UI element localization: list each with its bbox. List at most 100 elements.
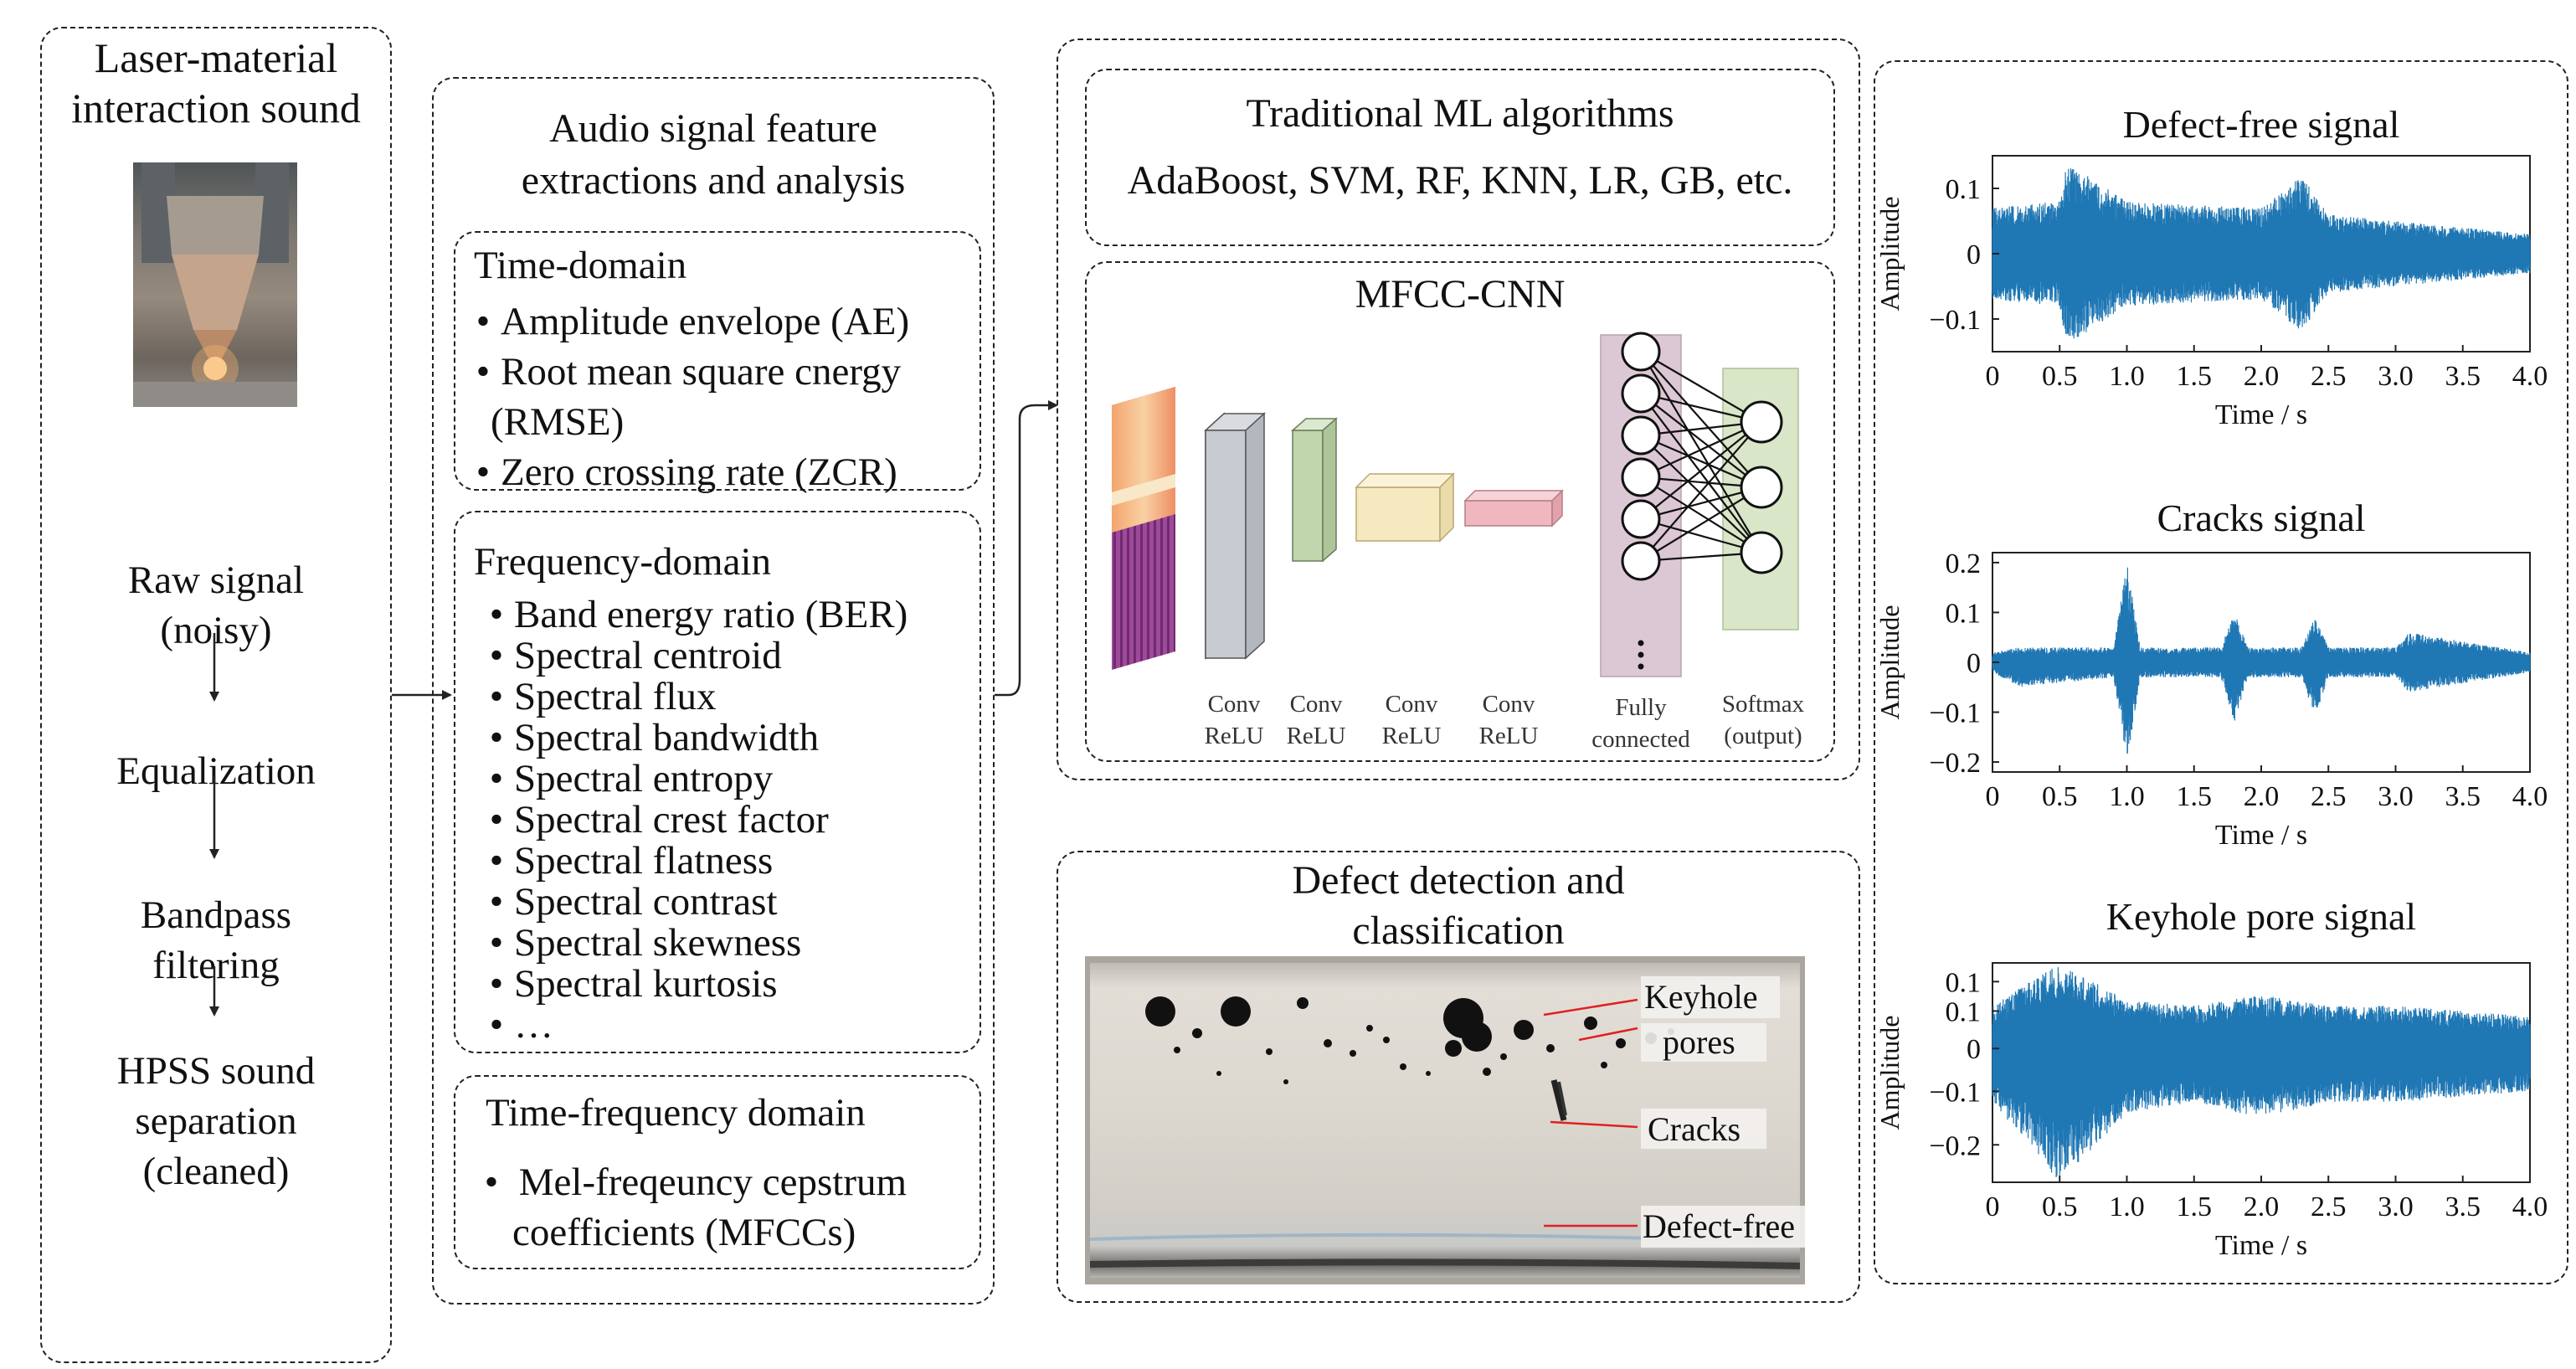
pore <box>1462 1022 1492 1052</box>
chart-title: Defect-free signal <box>2123 103 2400 146</box>
time-frequency-list: • Mel-freqeuncy cepstrum coefficients (M… <box>474 1157 907 1258</box>
x-axis-label: Time / s <box>2215 399 2307 430</box>
y-axis-label: Amplitude <box>1874 605 1905 720</box>
pore <box>1221 996 1251 1027</box>
time-domain-list: •Amplitude envelope (AE) •Root mean squa… <box>465 296 909 497</box>
x-tick-label: 2.5 <box>2311 1191 2347 1222</box>
layer-caption: connected <box>1591 726 1690 753</box>
defect-title-line2: classification <box>1352 908 1565 953</box>
pore <box>1426 1071 1431 1076</box>
x-tick-label: 2.0 <box>2244 781 2280 812</box>
time-domain-box: Time-domain •Amplitude envelope (AE) •Ro… <box>454 231 981 494</box>
ml-title: Traditional ML algorithms <box>1246 91 1674 136</box>
list-item: •Spectral centroid <box>489 634 782 677</box>
keyhole-label: Keyhole <box>1644 978 1758 1016</box>
layer-caption: Conv <box>1208 691 1261 718</box>
layer-caption: ReLU <box>1205 723 1264 749</box>
x-tick-label: 2.0 <box>2244 361 2280 392</box>
layer-caption: Conv <box>1290 691 1343 718</box>
pore <box>1174 1047 1180 1053</box>
list-item: •… <box>489 1003 553 1047</box>
x-tick-label: 4.0 <box>2512 781 2548 812</box>
softmax-neuron <box>1740 466 1783 509</box>
pore <box>1266 1048 1273 1055</box>
pore <box>1616 1038 1626 1048</box>
fc-ellipsis <box>1638 640 1644 670</box>
chart-title: Cracks signal <box>2157 497 2365 539</box>
signal-waveform <box>1992 967 2531 1177</box>
fc-neuron <box>1621 541 1661 581</box>
frequency-domain-box: Frequency-domain •Band energy ratio (BER… <box>454 511 981 1053</box>
list-item: •Zero crossing rate (ZCR) <box>476 450 897 494</box>
cnn-diagram: Conv ReLU Conv ReLU Conv ReLU Conv ReLU … <box>1112 332 1805 753</box>
y-tick-label: 0 <box>1967 1034 1981 1065</box>
y-tick-label: 0.2 <box>1946 548 1982 579</box>
pore <box>1145 996 1175 1027</box>
list-item: •Spectral flux <box>489 675 717 718</box>
col1-title-line1: Laser-material <box>94 34 338 81</box>
y-tick-label: 0.1 <box>1946 967 1982 998</box>
list-item: •Spectral kurtosis <box>489 962 778 1006</box>
x-tick-label: 4.0 <box>2512 1191 2548 1222</box>
step-hpss-l2: separation <box>135 1099 297 1143</box>
layer-caption: (output) <box>1724 723 1802 749</box>
step-hpss-l1: HPSS sound <box>116 1049 316 1093</box>
x-tick-label: 2.0 <box>2244 1191 2280 1222</box>
pore <box>1400 1063 1406 1070</box>
x-tick-label: 0.5 <box>2042 781 2078 812</box>
x-tick-label: 3.5 <box>2445 1191 2481 1222</box>
y-axis-label: Amplitude <box>1874 197 1905 311</box>
fc-neuron <box>1621 415 1661 455</box>
y-tick-label: −0.1 <box>1929 1077 1981 1108</box>
pore <box>1514 1020 1534 1040</box>
conv-block-3 <box>1355 472 1455 543</box>
pore <box>1283 1079 1288 1084</box>
x-tick-label: 1.0 <box>2109 361 2145 392</box>
y-tick-label: 0 <box>1967 239 1981 270</box>
pore <box>1483 1068 1491 1076</box>
models-panel <box>1057 39 1860 780</box>
x-tick-label: 1.5 <box>2177 781 2213 812</box>
y-tick-label: 0 <box>1967 648 1981 679</box>
list-item: • Mel-freqeuncy cepstrum <box>484 1161 908 1204</box>
y-tick-label: −0.2 <box>1929 1130 1981 1161</box>
softmax-neuron <box>1740 531 1783 574</box>
list-item: •Spectral contrast <box>489 880 778 924</box>
pore <box>1383 1037 1390 1043</box>
right-arrow-2 <box>995 400 1058 697</box>
defect-panel: Defect detection and classification Keyh… <box>1057 851 1860 1303</box>
layer-caption: ReLU <box>1382 723 1442 749</box>
y-tick-label: −0.1 <box>1929 305 1981 336</box>
laser-nozzle-icon <box>133 162 297 407</box>
list-item: •Amplitude envelope (AE) <box>476 300 910 343</box>
cnn-title: MFCC-CNN <box>1355 272 1566 317</box>
list-item: •Spectral crest factor <box>489 798 829 841</box>
x-tick-label: 2.5 <box>2311 781 2347 812</box>
pore <box>1324 1039 1332 1047</box>
x-tick-label: 0 <box>1986 1191 2000 1222</box>
list-item: •Root mean square cnergy <box>476 350 902 394</box>
x-tick-label: 4.0 <box>2512 361 2548 392</box>
pore <box>1366 1025 1373 1032</box>
defect-free-label: Defect-free <box>1643 1207 1795 1245</box>
col1-title-line2: interaction sound <box>71 85 361 131</box>
layer-caption: Softmax <box>1722 691 1805 718</box>
signal-waveform <box>1992 168 2531 339</box>
pore <box>1601 1062 1607 1068</box>
step-equalization: Equalization <box>116 749 316 793</box>
step-raw-signal-l1: Raw signal <box>127 558 305 602</box>
fc-neuron <box>1621 457 1661 497</box>
list-item: •Spectral flatness <box>489 839 774 883</box>
step-bandpass-l2: filtering <box>152 944 280 987</box>
signals-panel <box>1874 60 2568 1284</box>
x-tick-label: 1.5 <box>2177 1191 2213 1222</box>
ml-algorithms: AdaBoost, SVM, RF, KNN, LR, GB, etc. <box>1127 158 1793 203</box>
conv-block-4 <box>1463 489 1564 528</box>
y-tick-label: −0.1 <box>1929 698 1981 729</box>
col2-title-line1: Audio signal feature <box>549 106 877 151</box>
x-tick-label: 0 <box>1986 361 2000 392</box>
list-item: •Band energy ratio (BER) <box>489 593 908 636</box>
x-tick-label: 3.0 <box>2378 361 2414 392</box>
